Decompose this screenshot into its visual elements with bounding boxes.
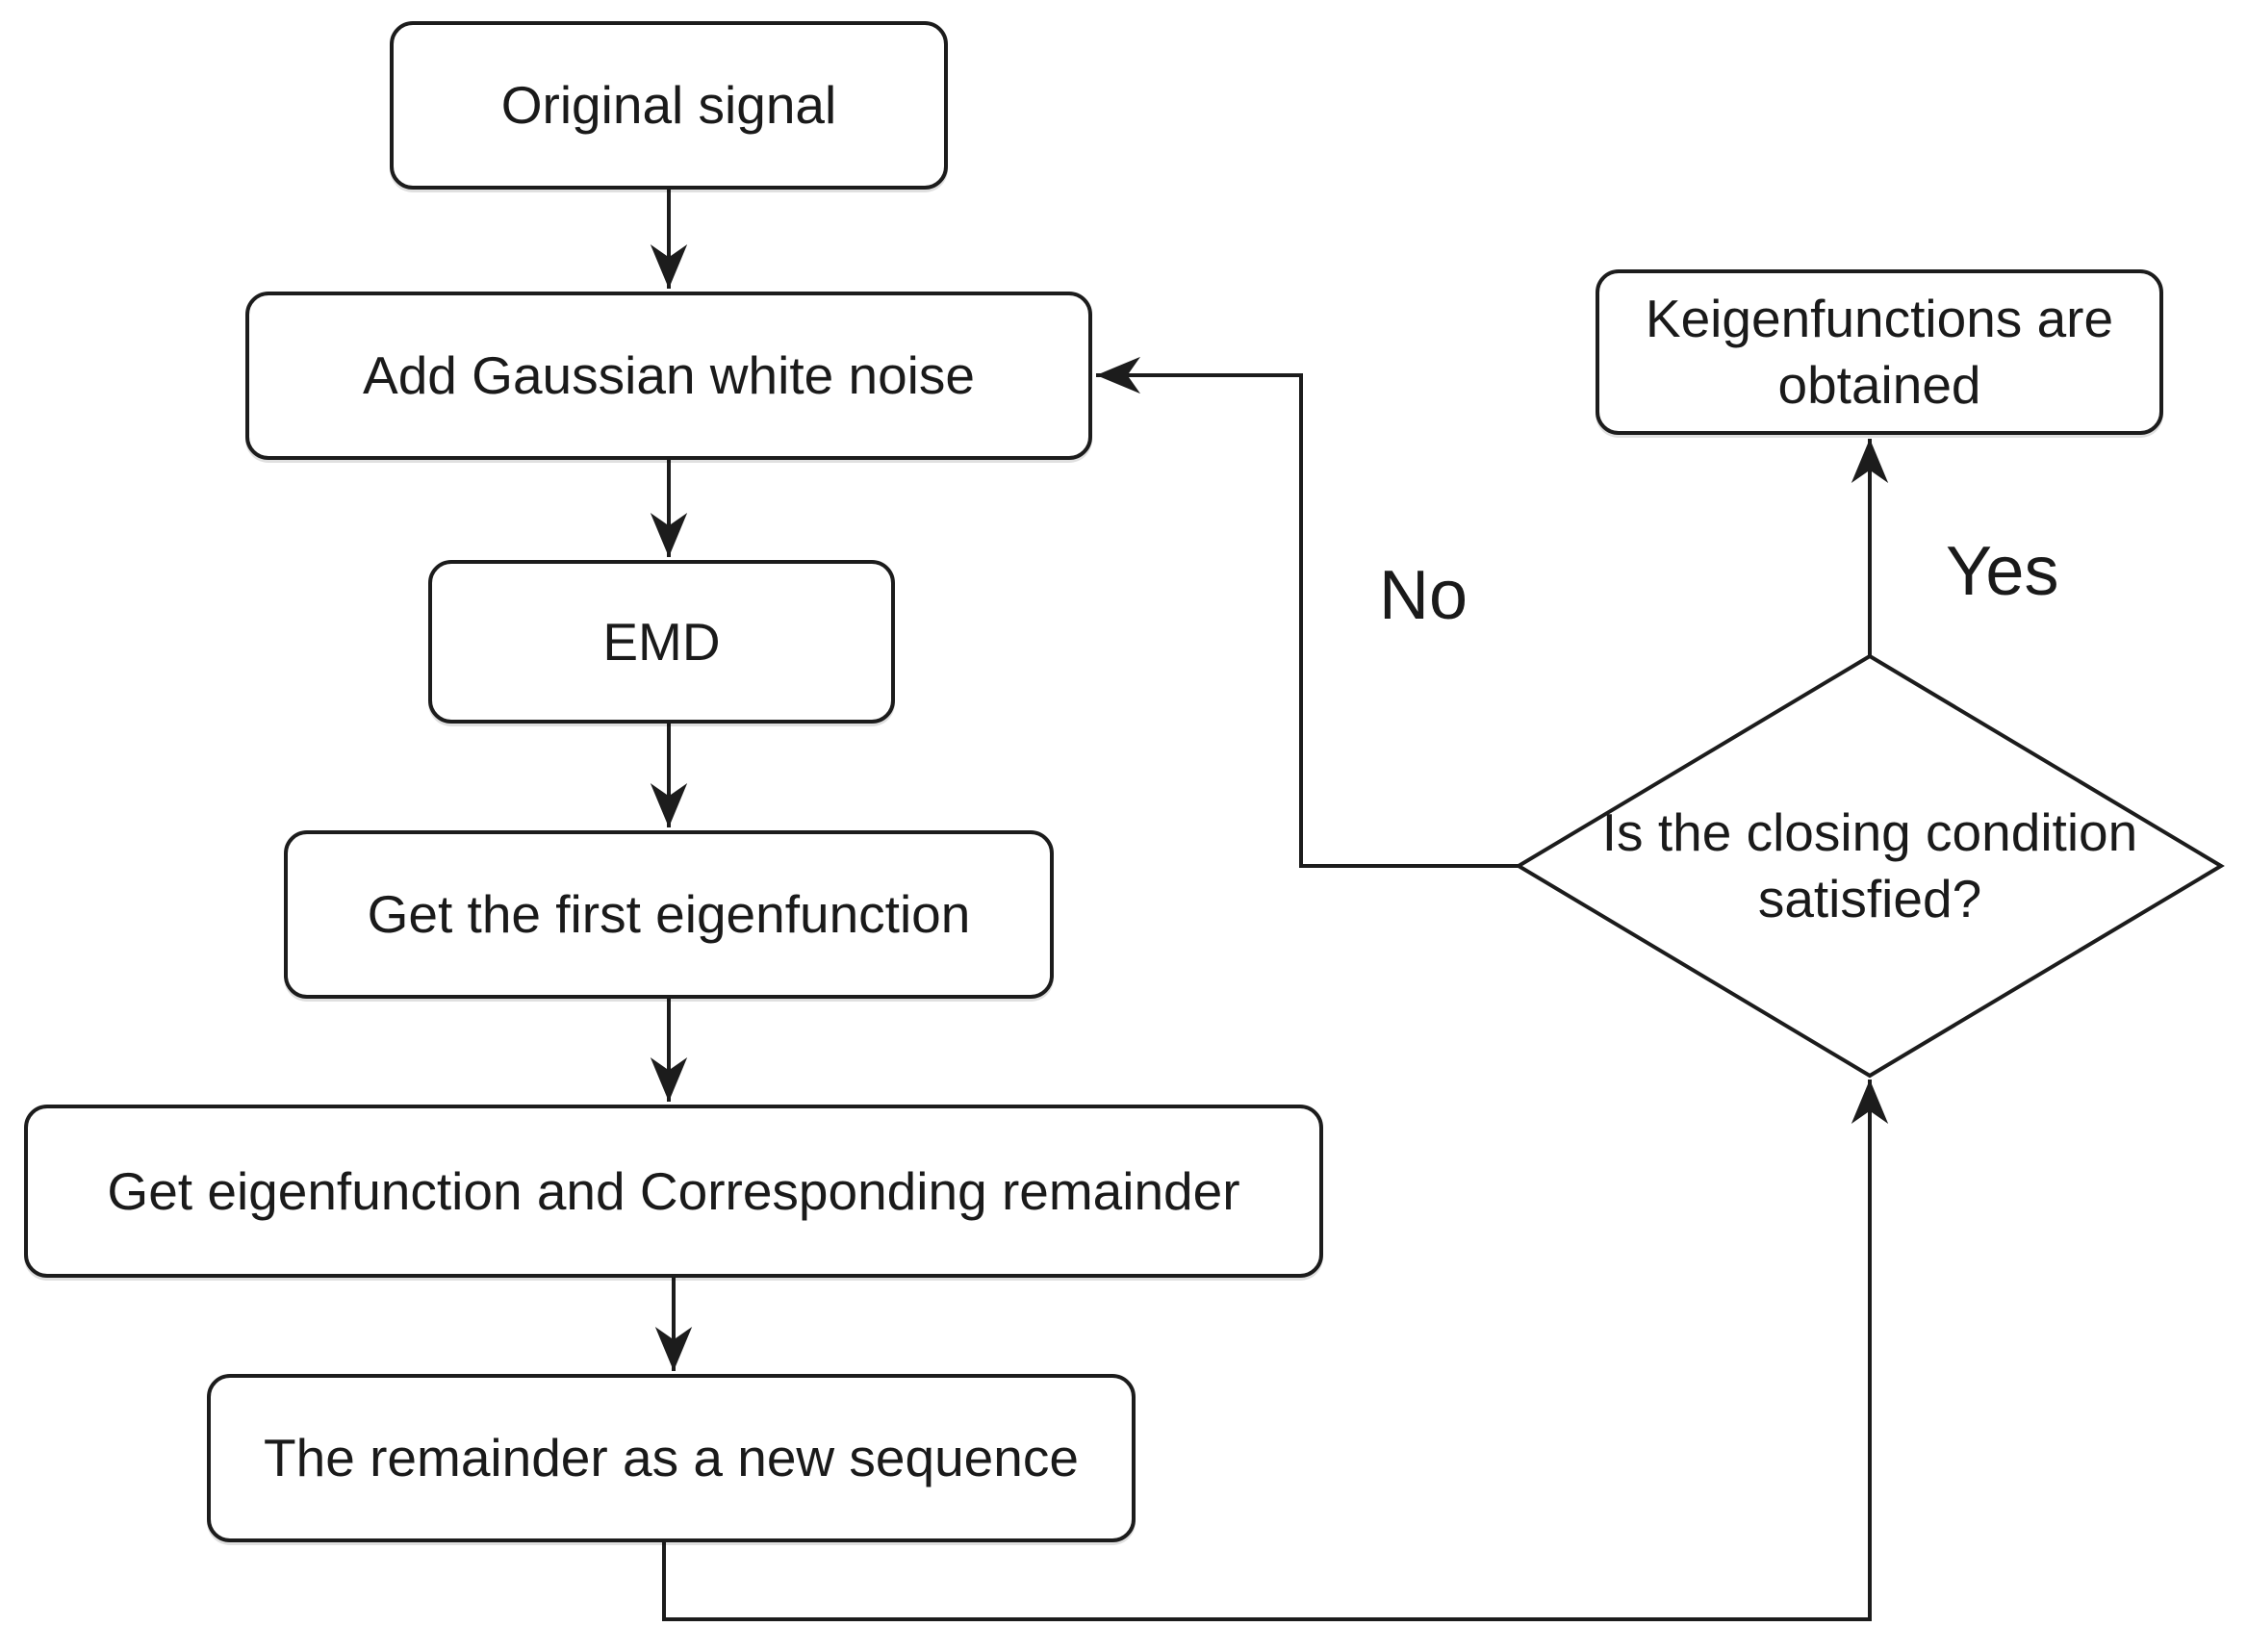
node-keigenfunctions-obtained: Keigenfunctions are obtained [1596,269,2163,435]
node-get-first-eigenfunction: Get the first eigenfunction [284,830,1054,999]
edge-decision-no-to-addnoise [1096,356,1519,868]
node-remainder-as-new-sequence: The remainder as a new sequence [207,1374,1136,1542]
node-get-eigenfunction-and-remainder: Get eigenfunction and Corresponding rema… [24,1105,1323,1278]
decision-diamond-shape [1515,653,2225,1079]
edge-newsequence-to-decision [662,1080,1889,1621]
node-emd: EMD [428,560,895,724]
edge-label-no: No [1379,557,1468,634]
node-add-gaussian-white-noise: Add Gaussian white noise [245,292,1092,460]
edge-label-yes: Yes [1946,533,2059,610]
node-closing-condition-label: Is the closing condition satisfied? [1601,802,2138,928]
node-original-signal: Original signal [390,21,948,190]
